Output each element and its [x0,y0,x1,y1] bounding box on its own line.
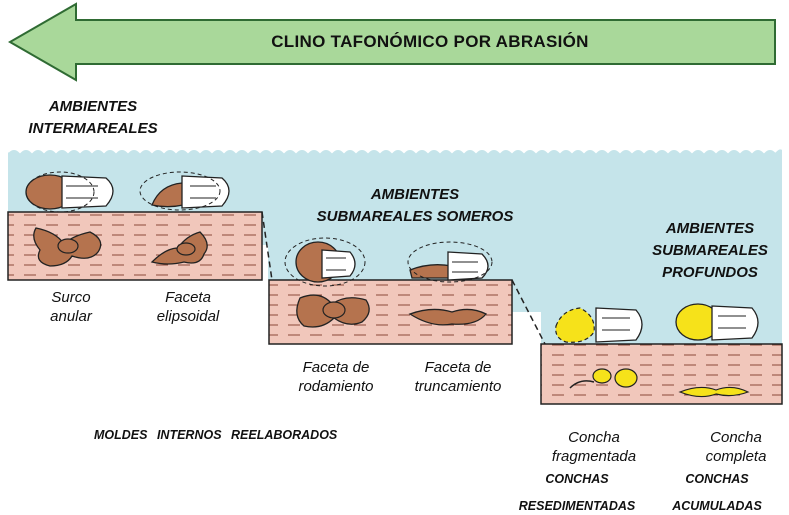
desc-fragmentada-line1: Concha [568,429,620,446]
shell-truncamiento-top [407,241,493,283]
mould-rodamiento [296,294,370,328]
desc-rodamiento-line1: Faceta de [302,359,370,376]
env-intertidal-line2: INTERMAREALES [28,120,158,137]
desc-surco-line1: Surco [51,289,91,306]
env-shallow-label: AMBIENTES SUBMAREALES SOMEROS [292,184,538,228]
env-deep-line1: AMBIENTES [665,220,755,237]
desc-elipsoidal-line2: elipsoidal [156,308,220,325]
desc-elipsoidal: Faceta elipsoidal [138,288,238,326]
desc-completa-line2: completa [705,448,767,465]
caption-resedimentadas-line1: CONCHAS [545,472,609,486]
mould-truncamiento [408,308,488,326]
caption-moldes: MOLDES INTERNOS REELABORADOS [94,428,338,442]
env-deep-label: AMBIENTES SUBMAREALES PROFUNDOS [640,218,780,284]
cline-title: CLINO TAFONÓMICO POR ABRASIÓN [271,32,589,51]
shell-fragmentada-top [555,307,643,343]
desc-rodamiento: Faceta de rodamiento [288,358,384,396]
desc-truncamiento-line1: Faceta de [424,359,492,376]
desc-completa: Concha completa [696,428,776,466]
env-intertidal-label: AMBIENTES INTERMAREALES [0,96,186,140]
desc-surco: Surco anular [26,288,116,326]
caption-acumuladas: CONCHAS ACUMULADAS [654,470,780,515]
desc-rodamiento-line2: rodamiento [298,378,374,395]
mould-elipsoidal [150,231,208,265]
env-deep-line3: PROFUNDOS [662,264,758,281]
water-surface [7,148,777,154]
abrasion-arrow [7,2,776,82]
shell-fragmentada-buried [569,368,638,389]
shell-completa-top [675,303,759,341]
caption-resedimentadas-line2: RESEDIMENTADAS [518,499,636,513]
shell-completa-buried [678,386,750,398]
sediment-block-deep [540,343,783,405]
env-shallow-line1: AMBIENTES [370,186,460,203]
desc-completa-line1: Concha [710,429,762,446]
step-slope-2 [511,279,546,345]
desc-fragmentada: Concha fragmentada [542,428,646,466]
shell-elipsoidal-top [139,171,230,211]
caption-acumuladas-line1: CONCHAS [685,472,749,486]
shell-surco-top [25,171,114,213]
caption-acumuladas-line2: ACUMULADAS [672,499,762,513]
env-deep-line2: SUBMAREALES [652,242,768,259]
step-slope-1 [261,211,273,281]
env-shallow-line2: SUBMAREALES SOMEROS [316,208,514,225]
desc-truncamiento: Faceta de truncamiento [398,358,518,396]
mould-surco [33,227,102,267]
desc-elipsoidal-line1: Faceta [165,289,211,306]
desc-fragmentada-line2: fragmentada [551,448,637,465]
env-intertidal-line1: AMBIENTES [48,98,138,115]
caption-resedimentadas: CONCHAS RESEDIMENTADAS [502,470,652,515]
desc-truncamiento-line2: truncamiento [414,378,502,395]
desc-surco-line2: anular [50,308,92,325]
shell-rodamiento-top [284,237,366,287]
